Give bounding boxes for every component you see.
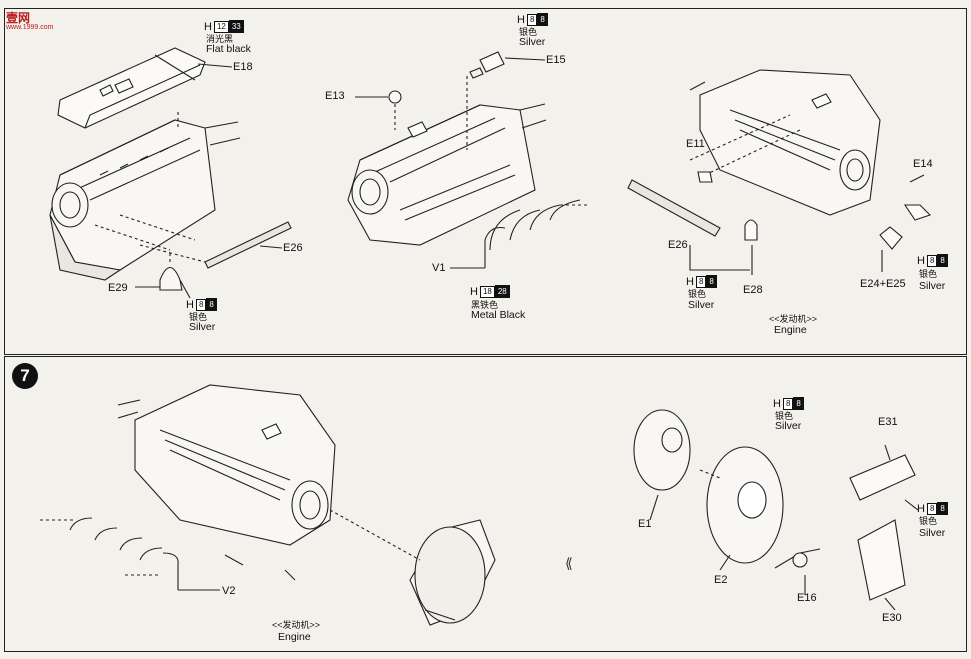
paint-en-silver-d: Silver — [688, 299, 715, 311]
parts-drawing-bottom-right — [633, 409, 919, 611]
part-label-e15: E15 — [546, 54, 566, 66]
part-label-e1: E1 — [638, 518, 652, 530]
paint-en-silver-b: Silver — [519, 36, 546, 48]
step-number: 7 — [20, 366, 30, 385]
part-label-e26-right: E26 — [668, 239, 688, 251]
engine-drawing-top-right — [627, 69, 932, 275]
part-label-e18: E18 — [233, 61, 253, 73]
caption-engine-cn-top: <<发动机>> — [769, 314, 818, 324]
paint-cn-metal-black: 黑铁色 — [471, 300, 499, 310]
paint-cn-silver-b: 银色 — [519, 27, 538, 37]
paint-en-silver-e: Silver — [775, 420, 802, 432]
part-label-e31: E31 — [878, 416, 898, 428]
paint-cn-silver-c: 银色 — [919, 269, 938, 279]
part-label-e26-left: E26 — [283, 242, 303, 254]
part-label-e16: E16 — [797, 592, 817, 604]
engine-drawing-top-left — [49, 47, 292, 299]
step-number-badge: 7 — [12, 363, 38, 389]
paint-cn-silver-d: 银色 — [688, 289, 707, 299]
paint-en-silver-a: Silver — [189, 321, 216, 333]
part-label-e29: E29 — [108, 282, 128, 294]
page-arrow-icon: ⟪ — [565, 555, 573, 571]
paint-cn-silver-f: 银色 — [919, 516, 938, 526]
engine-drawing-bottom-left — [40, 384, 496, 626]
watermark-logo: 壹网 — [6, 11, 31, 25]
step-6-panel — [4, 8, 967, 355]
caption-engine-en-top: Engine — [774, 324, 807, 336]
part-label-v2: V2 — [222, 585, 236, 597]
part-label-e14: E14 — [913, 158, 933, 170]
caption-engine-cn-bottom: <<发动机>> — [272, 620, 321, 630]
part-label-e13: E13 — [325, 90, 345, 102]
watermark-url: www.1999.com — [6, 24, 54, 31]
part-label-e28: E28 — [743, 284, 763, 296]
paint-en-flat-black: Flat black — [206, 43, 251, 55]
part-label-e2: E2 — [714, 574, 728, 586]
paint-cn-silver-e: 银色 — [775, 411, 794, 421]
caption-engine-en-bottom: Engine — [278, 631, 311, 643]
paint-en-silver-c: Silver — [919, 280, 946, 292]
part-label-e30: E30 — [882, 612, 902, 624]
paint-cn-silver-a: 银色 — [189, 312, 208, 322]
step-7-panel — [4, 356, 967, 652]
paint-en-silver-f: Silver — [919, 527, 946, 539]
paint-en-metal-black: Metal Black — [471, 309, 526, 321]
part-label-e24-e25: E24+E25 — [860, 278, 906, 290]
paint-cn-flat-black: 消光黑 — [206, 34, 234, 44]
part-label-v1: V1 — [432, 262, 446, 274]
part-label-e11: E11 — [686, 138, 705, 150]
engine-drawing-top-middle — [347, 51, 590, 269]
